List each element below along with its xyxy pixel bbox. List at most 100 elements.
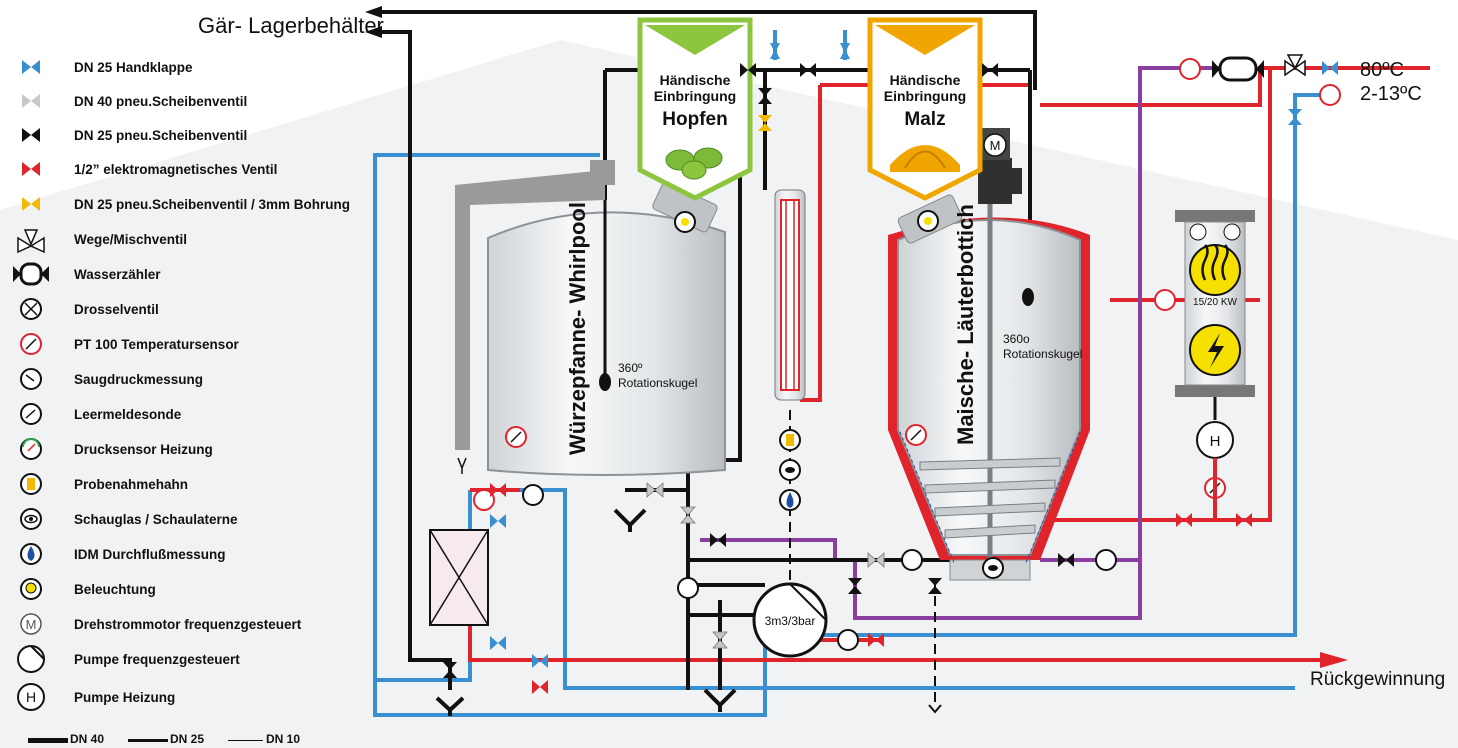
pump-capacity: 3m3/3bar — [765, 614, 816, 628]
hop-banner — [637, 17, 753, 201]
legend-item: DN 25 pneu.Scheibenventil / 3mm Bohrung — [10, 189, 370, 219]
dn10-line — [228, 740, 263, 741]
lauter-tun — [888, 194, 1090, 581]
legend-label: Pumpe Heizung — [74, 689, 176, 705]
electric-heater — [1175, 210, 1255, 420]
cold-water-label: 2-13ºC — [1360, 83, 1422, 105]
legend-item: Pumpe frequenzgesteuert — [10, 644, 370, 674]
legend-item: DN 25 pneu.Scheibenventil — [10, 120, 370, 150]
legend-label: Beleuchtung — [74, 581, 156, 597]
dn10-label: DN 10 — [266, 732, 301, 746]
pneumatic-valve-dn25-icon — [22, 128, 40, 142]
plate-heat-exchanger — [429, 529, 489, 626]
legend-item: IDM Durchflußmessung — [10, 539, 370, 569]
legend-item: Saugdruckmessung — [10, 364, 370, 394]
motor-letter: M — [990, 138, 1001, 153]
legend-item: Schauglas / Schaulaterne — [10, 504, 370, 534]
svg-text:M: M — [26, 617, 37, 632]
legend-label: Drehstrommotor frequenzgesteuert — [74, 616, 302, 632]
pneumatic-valve-dn40-icon — [22, 94, 40, 108]
whirlpool-name: Würzepfanne- Whirlpool — [565, 202, 590, 455]
drain-icon-2 — [703, 688, 737, 712]
heating-pump-letter: H — [1210, 433, 1221, 450]
vapour-stack — [455, 160, 615, 474]
heater-pressure-icon-2 — [1223, 223, 1241, 241]
outlet-arrow-icon-2 — [365, 26, 382, 38]
legend-label: Pumpe frequenzgesteuert — [74, 651, 240, 667]
legend-item: Leermeldesonde — [10, 399, 370, 429]
whirlpool-ball-label: Rotationskugel — [618, 376, 697, 390]
motor-icon: M — [20, 613, 42, 635]
whirlpool-tank — [487, 181, 726, 476]
heater-pressure-icon — [1189, 223, 1207, 241]
line-weight-legend: DN 40 DN 25 DN 10 — [28, 732, 328, 746]
inlet-temperature-sensor-icon — [1179, 58, 1201, 80]
heater-power: 15/20 KW — [1193, 297, 1237, 308]
return-temperature-sensor-icon — [1154, 289, 1176, 311]
brew-pump — [752, 582, 828, 658]
legend-label: DN 25 Handklappe — [74, 59, 193, 75]
legend-item: Drucksensor Heizung — [10, 434, 370, 464]
legend-item: DN 25 Handklappe — [10, 52, 370, 82]
fermenter-label: Gär- Lagerbehälter — [198, 13, 384, 38]
heating-pump-icon: H — [17, 683, 45, 711]
hop-banner-line1: Händische — [660, 72, 731, 88]
recovery-label: Rückgewinnung — [1310, 669, 1445, 690]
suction-gauge-icon — [20, 368, 42, 390]
throttle-valve-icon-2 — [837, 629, 859, 651]
throttle-valve-icon — [20, 298, 42, 320]
empty-probe-icon — [20, 403, 42, 425]
valves — [443, 43, 1338, 694]
hot-pipes — [468, 66, 1430, 662]
legend-label: Wasserzähler — [74, 266, 161, 282]
malt-banner-line2: Einbringung — [884, 88, 966, 104]
recovery-arrow-icon — [1320, 652, 1348, 668]
lauter-ball-label: Rotationskugel — [1003, 347, 1082, 361]
throttle-valve-icon — [522, 484, 544, 506]
throttle-valve-icon-3 — [1095, 549, 1117, 571]
sample-tap-icon — [20, 473, 42, 495]
lauter-ball-degree: 360o — [1003, 332, 1030, 346]
malt-banner — [867, 17, 983, 201]
dn25-line — [128, 739, 168, 742]
dn40-line — [28, 738, 68, 743]
outlet-arrow-icon — [365, 6, 382, 18]
heat-icon — [1189, 244, 1241, 296]
motor-icon — [983, 133, 1007, 157]
legend-item: 1/2” elektromagnetisches Ventil — [10, 154, 370, 184]
hop-banner-product: Hopfen — [662, 109, 727, 130]
svg-text:H: H — [26, 689, 36, 705]
pressure-sensor-icon — [20, 438, 42, 460]
water-meter — [1212, 56, 1264, 82]
legend-label: DN 25 pneu.Scheibenventil — [74, 127, 248, 143]
sight-glass-icon — [20, 508, 42, 530]
heat-exchanger-temperature-sensor-icon — [473, 489, 495, 511]
background-band — [0, 40, 1458, 748]
drain-icon — [613, 508, 647, 532]
legend-item: M Drehstrommotor frequenzgesteuert — [10, 609, 370, 639]
solenoid-valve-icon — [22, 162, 40, 176]
legend-item: Wasserzähler — [10, 259, 370, 289]
empty-probe-icon — [677, 577, 699, 599]
agitator-motor — [978, 128, 1022, 204]
legend-label: Wege/Mischventil — [74, 231, 188, 247]
legend-label: Schauglas / Schaulaterne — [74, 511, 238, 527]
legend-item: Drosselventil — [10, 294, 370, 324]
lauter-name: Maische- Läuterbottich — [953, 204, 978, 445]
hot-water-label: 80ºC — [1360, 59, 1404, 81]
malt-banner-line1: Händische — [890, 72, 961, 88]
flowmeter-icon — [20, 543, 42, 565]
spray-ball-icon — [599, 373, 611, 391]
cold-temperature-sensor-icon — [1319, 84, 1341, 106]
hop-banner-line2: Einbringung — [654, 88, 736, 104]
glycol-pipes — [700, 66, 1240, 620]
whirlpool-ball-degree: 360º — [618, 361, 643, 375]
legend-label: Leermeldesonde — [74, 406, 182, 422]
drain-icon-4 — [928, 704, 942, 714]
legend-label: 1/2” elektromagnetisches Ventil — [74, 161, 278, 177]
lamp-icon — [20, 578, 42, 600]
legend-item: DN 40 pneu.Scheibenventil — [10, 86, 370, 116]
suction-gauge-icon — [901, 549, 923, 571]
manual-valve-icon — [22, 60, 40, 74]
legend-label: PT 100 Temperatursensor — [74, 336, 239, 352]
